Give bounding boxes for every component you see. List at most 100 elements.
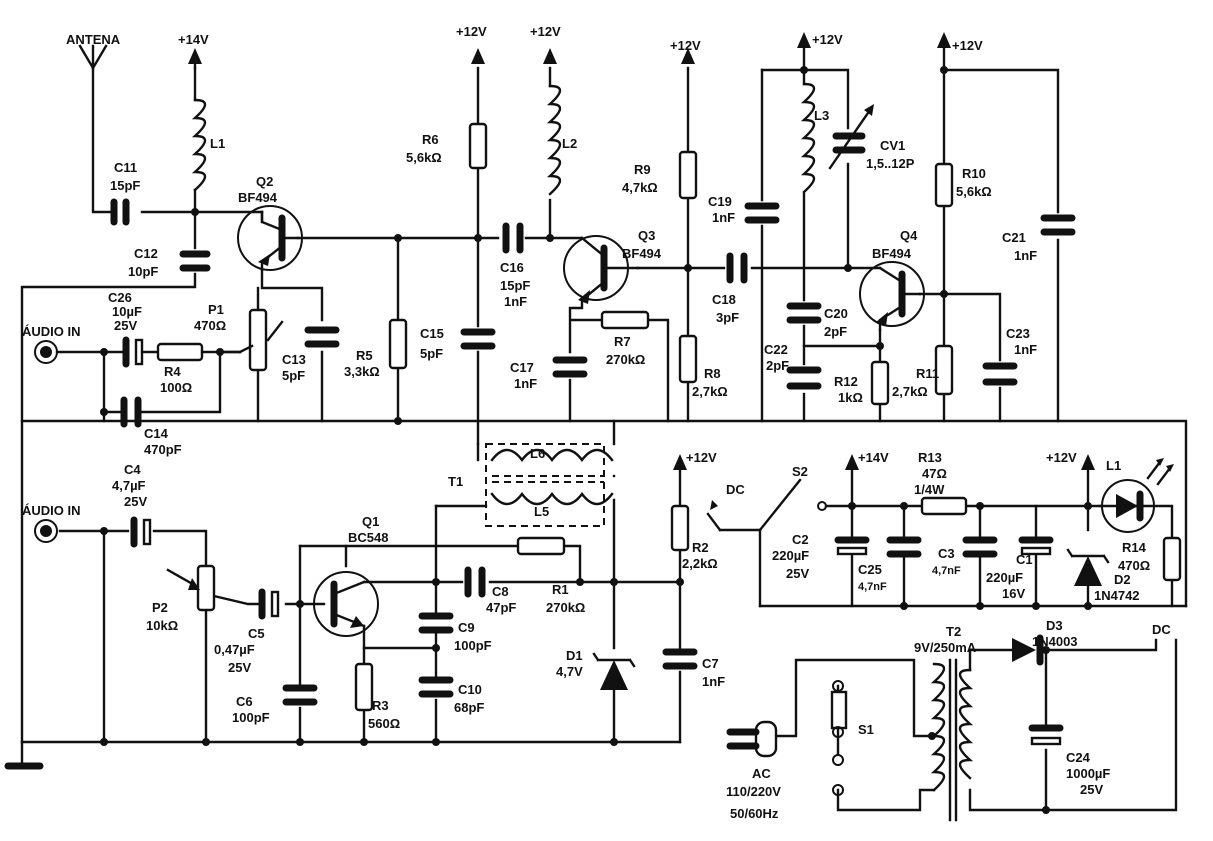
label-c4-value2: 25V <box>124 494 147 509</box>
label-r13-value: 47Ω <box>922 466 947 481</box>
label-q2-value: BF494 <box>238 190 278 205</box>
label-d1-value: 4,7V <box>556 664 583 679</box>
label-c9-value: 100pF <box>454 638 492 653</box>
label-cv1-name: CV1 <box>880 138 905 153</box>
label-c7-value: 1nF <box>702 674 725 689</box>
label-q3-name: Q3 <box>638 228 655 243</box>
label-q1-value: BC548 <box>348 530 388 545</box>
label-r3-name: R3 <box>372 698 389 713</box>
label-c8-name: C8 <box>492 584 509 599</box>
label-c22-value: 2pF <box>766 358 789 373</box>
label-ac-name: AC <box>752 766 771 781</box>
label-c3-value: 4,7nF <box>932 565 961 577</box>
label-c3-name: C3 <box>938 546 955 561</box>
label-c9-name: C9 <box>458 620 475 635</box>
label-c2-value2: 25V <box>786 566 809 581</box>
label-r1-value: 270kΩ <box>546 600 585 615</box>
label-c21-name: C21 <box>1002 230 1026 245</box>
label-r9-name: R9 <box>634 162 651 177</box>
label-c14-value: 470pF <box>144 442 182 457</box>
switch-S1 <box>830 680 848 796</box>
label-r12-value: 1kΩ <box>838 390 863 405</box>
label-c1-name: C1 <box>1016 552 1033 567</box>
label-r2-name: R2 <box>692 540 709 555</box>
label-c10-name: C10 <box>458 682 482 697</box>
label-cv1-value: 1,5..12P <box>866 156 915 171</box>
resistors <box>156 122 1182 712</box>
label-c6-value: 100pF <box>232 710 270 725</box>
label-c22-name: C22 <box>764 342 788 357</box>
label-c18-value: 3pF <box>716 310 739 325</box>
label-c8-value: 47pF <box>486 600 516 615</box>
label-p2-name: P2 <box>152 600 168 615</box>
label-q2-name: Q2 <box>256 174 273 189</box>
label-c17-value: 1nF <box>514 376 537 391</box>
label-r10-value: 5,6kΩ <box>956 184 992 199</box>
label-c23-value: 1nF <box>1014 342 1037 357</box>
label-p1-name: P1 <box>208 302 224 317</box>
variable-capacitor-CV1 <box>828 104 874 170</box>
label-c12-value: 10pF <box>128 264 158 279</box>
label-l5-name: L5 <box>534 504 549 519</box>
zener-D1 <box>592 652 636 690</box>
label-r14-name: R14 <box>1122 540 1147 555</box>
supply-r2-label: +12V <box>686 450 717 465</box>
label-c20-name: C20 <box>824 306 848 321</box>
label-r8-value: 2,7kΩ <box>692 384 728 399</box>
supply-r10-label: +12V <box>952 38 983 53</box>
label-c19-name: C19 <box>708 194 732 209</box>
label-r1-name: R1 <box>552 582 569 597</box>
label-q4-value: BF494 <box>872 246 912 261</box>
label-c5-name: C5 <box>248 626 265 641</box>
inductor-L2 <box>546 84 562 196</box>
label-l7-name: L1 <box>1106 458 1121 473</box>
label-c25-value: 4,7nF <box>858 581 887 593</box>
label-r7-value: 270kΩ <box>606 352 645 367</box>
label-c12-name: C12 <box>134 246 158 261</box>
supply-s2-label: +14V <box>858 450 889 465</box>
label-c26-value: 10µF <box>112 304 142 319</box>
capacitors <box>110 198 1076 706</box>
label-c24-value: 1000µF <box>1066 766 1110 781</box>
label-c25-name: C25 <box>858 562 882 577</box>
transformer-T2 <box>930 658 974 822</box>
potentiometer-P2 <box>166 564 216 612</box>
label-c1-value: 220µF <box>986 570 1023 585</box>
label-ac-value: 110/220V <box>726 784 781 799</box>
inductor-L3 <box>800 82 816 194</box>
label-c21-value: 1nF <box>1014 248 1037 263</box>
label-c6-name: C6 <box>236 694 253 709</box>
label-c4-name: C4 <box>124 462 141 477</box>
label-c19-value: 1nF <box>712 210 735 225</box>
label-d1-name: D1 <box>566 648 583 663</box>
label-q1-name: Q1 <box>362 514 379 529</box>
electrolytic-capacitors <box>102 336 1064 746</box>
label-c26-name: C26 <box>108 290 132 305</box>
label-r5-value: 3,3kΩ <box>344 364 380 379</box>
supply-l3-label: +12V <box>812 32 843 47</box>
antenna-symbol <box>78 44 108 70</box>
transistor-Q1 <box>313 571 379 637</box>
zener-D2 <box>1066 548 1110 586</box>
label-c11-name: C11 <box>114 160 137 175</box>
label-c24-name: C24 <box>1066 750 1091 765</box>
label-c16-name: C16 <box>500 260 524 275</box>
potentiometer-P1 <box>238 308 284 372</box>
label-r8-name: R8 <box>704 366 721 381</box>
label-c14-name: C14 <box>144 426 169 441</box>
audio-in-2-label: ÁUDIO IN <box>22 503 81 518</box>
label-c16-value: 15pF <box>500 278 530 293</box>
label-t2-name: T2 <box>946 624 961 639</box>
label-t1-name: T1 <box>448 474 463 489</box>
label-r3-value: 560Ω <box>368 716 400 731</box>
antenna-label: ANTENA <box>66 32 121 47</box>
supply-r6-label: +12V <box>456 24 487 39</box>
label-c24-value2: 25V <box>1080 782 1103 797</box>
label-c7-name: C7 <box>702 656 719 671</box>
label-d2-name: D2 <box>1114 572 1131 587</box>
transistor-Q2 <box>237 205 303 272</box>
label-l2-name: L2 <box>562 136 577 151</box>
label-r7-name: R7 <box>614 334 631 349</box>
transistor-Q4 <box>859 261 925 332</box>
